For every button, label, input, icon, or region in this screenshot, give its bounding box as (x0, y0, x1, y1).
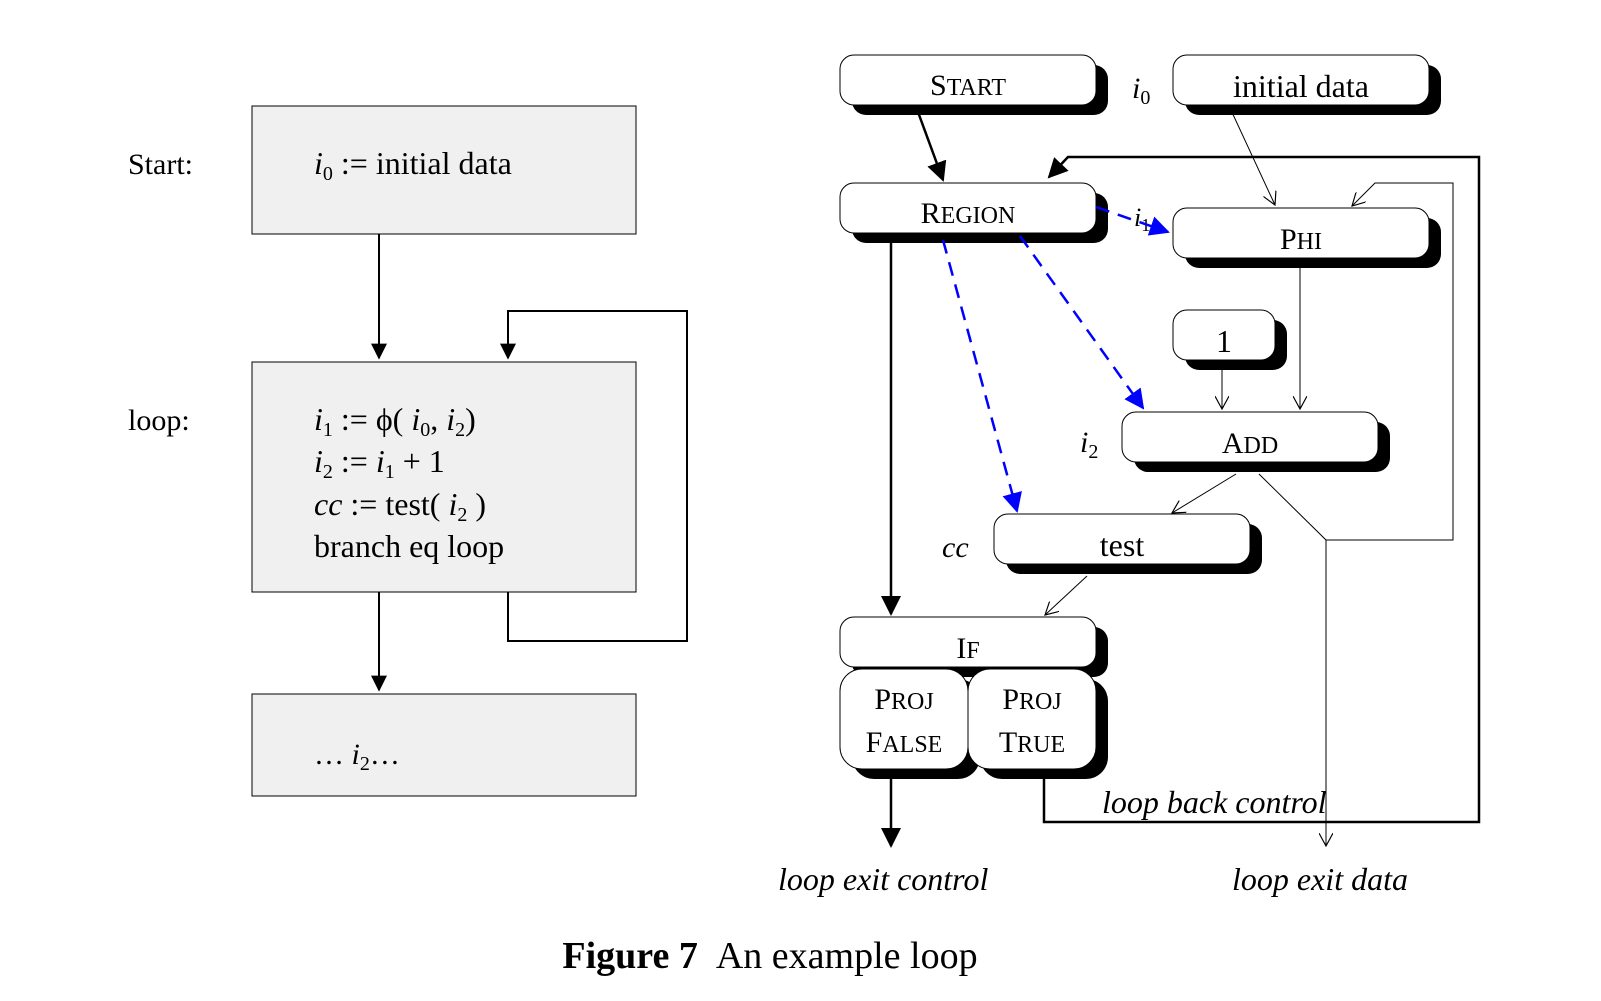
data-edges (1045, 107, 1454, 846)
right-graph: START initial data REGION PHI 1 ADD test… (778, 54, 1481, 897)
left-cfg: Start: loop: i0 := initial data i1 := ϕ(… (128, 105, 688, 797)
node-proj-false-line2: FALSE (866, 726, 943, 759)
node-proj-false-line1: PROJ (874, 683, 933, 716)
label-i1: i1 (1134, 203, 1150, 235)
loop-line-4: branch eq loop (314, 528, 504, 564)
node-proj-true (967, 668, 1097, 770)
start-block-text: i0 := initial data (314, 145, 512, 185)
label-cc: cc (942, 531, 969, 564)
edge-initial-data-to-phi (1229, 107, 1275, 205)
start-block (251, 105, 637, 235)
label-i0: i0 (1132, 72, 1150, 109)
edge-loop-backedge (500, 310, 688, 642)
start-label: Start: (128, 148, 193, 181)
node-phi (1172, 207, 1430, 259)
dashed-edges (941, 205, 1170, 513)
node-const-one (1172, 309, 1276, 361)
node-start-label: START (930, 69, 1006, 102)
exit-block-text: … i2… (314, 738, 400, 775)
edge-region-to-add (1018, 235, 1145, 410)
node-if-label: IF (956, 632, 979, 665)
node-add-label: ADD (1222, 427, 1278, 460)
edge-loop-back-control (1042, 155, 1481, 824)
loop-label: loop: (128, 404, 190, 437)
node-add (1121, 411, 1379, 463)
node-const-one-label: 1 (1216, 323, 1232, 359)
node-proj-true-line1: PROJ (1002, 683, 1061, 716)
edge-region-to-phi (1095, 205, 1170, 236)
label-loop-back-control: loop back control (1102, 784, 1327, 820)
loop-line-3: cc := test( i2 ) (314, 486, 486, 526)
exit-block (251, 693, 637, 797)
edge-start-to-region (916, 111, 947, 182)
node-initial-data-label: initial data (1233, 68, 1369, 104)
node-test-label: test (1100, 527, 1145, 563)
label-i2: i2 (1080, 426, 1098, 463)
label-loop-exit-control: loop exit control (778, 861, 988, 897)
loop-line-1: i1 := ϕ( i0, i2) (314, 401, 476, 441)
node-phi-label: PHI (1280, 223, 1322, 256)
edge-region-to-test (941, 239, 1022, 513)
node-proj-true-line2: TRUE (999, 726, 1065, 759)
label-loop-exit-data: loop exit data (1232, 861, 1408, 897)
node-start (839, 54, 1097, 106)
node-initial-data (1172, 54, 1430, 106)
edge-add-to-test (1172, 473, 1237, 513)
node-test (993, 513, 1251, 565)
loop-line-2: i2 := i1 + 1 (314, 443, 445, 483)
loop-block (251, 361, 637, 593)
node-region-label: REGION (921, 197, 1016, 230)
node-if (839, 616, 1097, 668)
edge-test-to-if (1045, 575, 1088, 615)
edge-add-back-to-phi (1326, 182, 1454, 541)
